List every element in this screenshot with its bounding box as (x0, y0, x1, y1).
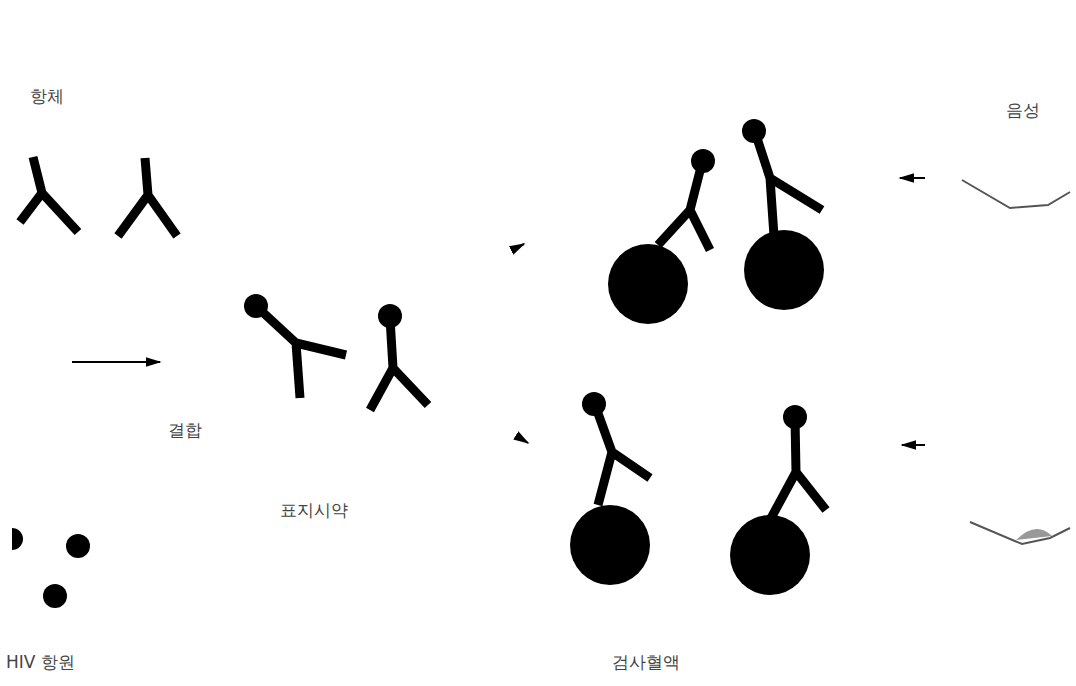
bound-antibody (770, 418, 826, 520)
bound-antibody (658, 163, 710, 250)
antibody-symbol (118, 158, 177, 236)
bound-antibody (595, 405, 650, 505)
enzyme-label (742, 119, 766, 143)
process-arrow (900, 177, 925, 179)
antigen-particle (570, 505, 650, 585)
process-arrow (902, 444, 925, 446)
process-arrow (72, 361, 160, 363)
antigen-particle (730, 515, 810, 595)
antigen-dot (43, 584, 67, 608)
process-arrow (520, 438, 528, 443)
caption-label: 표지시약 (280, 500, 348, 520)
antigen-particle (608, 244, 688, 324)
enzyme-label (582, 392, 606, 416)
antigen-particle (744, 230, 824, 310)
antigen-dot (12, 528, 23, 550)
enzyme-label (244, 294, 268, 318)
bound-antibody (755, 132, 822, 236)
labelled-antibody (256, 306, 346, 398)
caption-label: 항체 (30, 86, 64, 106)
antibody-symbol (20, 157, 78, 232)
labelled-antibody (370, 318, 428, 410)
caption-label: HIV 항원 (6, 652, 75, 672)
enzyme-label (783, 405, 807, 429)
caption-label: 결합 (168, 420, 202, 440)
antigen-dot (66, 534, 90, 558)
caption-label: 검사혈액 (612, 652, 680, 672)
process-arrow (516, 244, 524, 248)
test-well (962, 180, 1070, 208)
enzyme-label (691, 149, 715, 173)
caption-label: 음성 (1006, 100, 1040, 120)
enzyme-label (378, 304, 402, 328)
test-well (970, 522, 1070, 544)
colour-precipitate (1016, 529, 1052, 540)
